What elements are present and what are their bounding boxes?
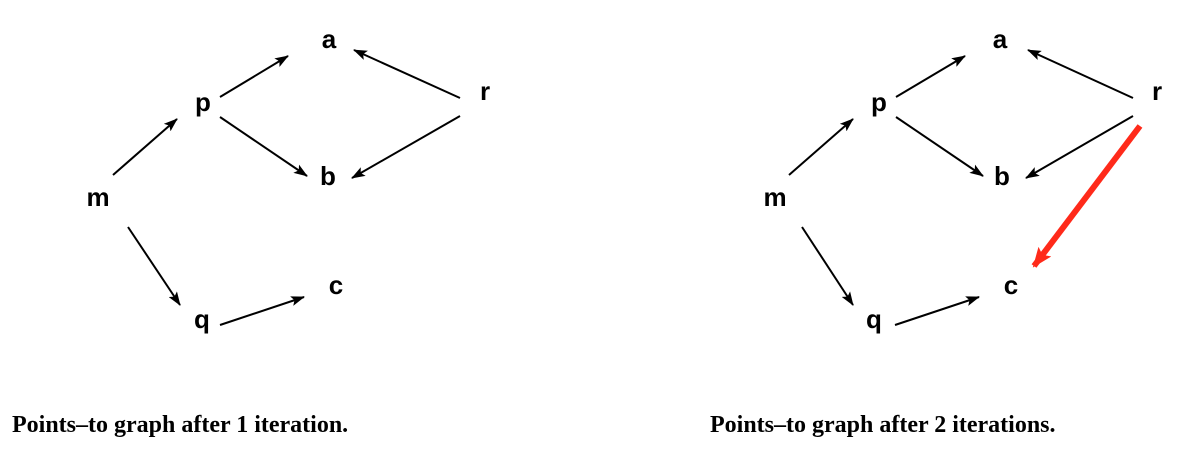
graph-after-2-iterations: a p r b m c q Points–to graph after 2 iteratio…: [710, 24, 1162, 438]
graph-after-1-iteration: a p r b m c q Points–to graph after 1 iteratio…: [12, 24, 490, 438]
edge-r-to-a: [353, 49, 461, 99]
node-a: a: [993, 24, 1008, 54]
node-a: a: [322, 24, 337, 54]
graph-caption: Points–to graph after 2 iterations.: [710, 412, 1056, 438]
node-q: q: [866, 304, 882, 334]
edge-r-to-c-new: [1031, 124, 1143, 268]
graph-caption: Points–to graph after 1 iteration.: [12, 412, 348, 438]
edge-r-to-b: [351, 115, 461, 179]
edge-p-to-b: [895, 116, 984, 177]
edge-p-to-a: [895, 55, 966, 98]
node-p: p: [195, 87, 211, 117]
node-c: c: [1004, 270, 1018, 300]
edge-m-to-q: [801, 226, 854, 306]
graph-edges: [788, 49, 1143, 326]
graph-edges: [112, 49, 461, 326]
edge-q-to-c: [219, 296, 305, 326]
edge-m-to-p: [788, 118, 854, 176]
node-m: m: [763, 182, 786, 212]
edge-m-to-q: [127, 226, 181, 306]
graph-nodes: a p r b m c q: [763, 24, 1162, 334]
edge-m-to-p: [112, 118, 178, 176]
node-p: p: [871, 87, 887, 117]
node-r: r: [1152, 76, 1162, 106]
node-b: b: [994, 161, 1010, 191]
edge-p-to-b: [219, 116, 308, 177]
graph-nodes: a p r b m c q: [86, 24, 490, 334]
node-c: c: [329, 270, 343, 300]
edge-r-to-b: [1025, 115, 1134, 179]
edge-r-to-a: [1027, 49, 1134, 99]
node-r: r: [480, 76, 490, 106]
edge-q-to-c: [894, 296, 980, 326]
node-m: m: [86, 182, 109, 212]
edge-p-to-a: [219, 55, 289, 98]
node-b: b: [320, 161, 336, 191]
node-q: q: [194, 304, 210, 334]
